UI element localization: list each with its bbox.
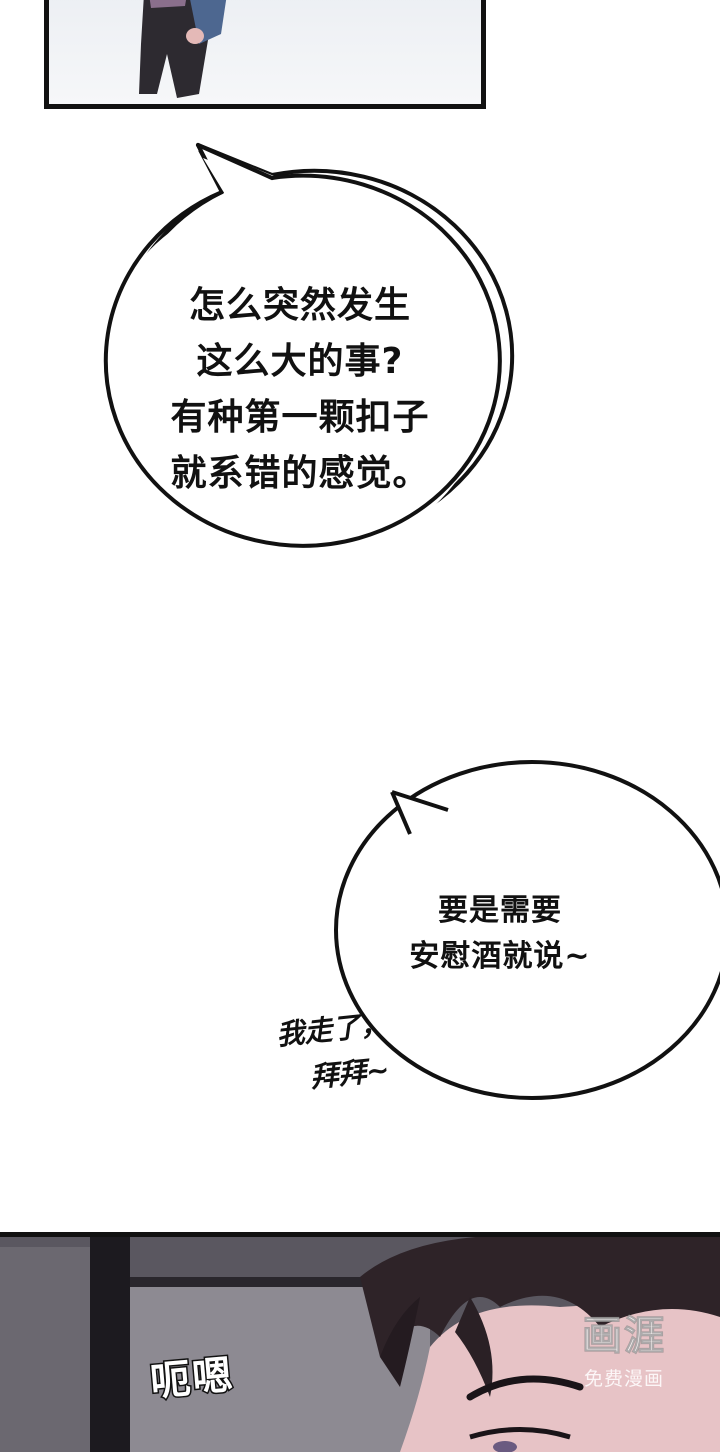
bubble-1-line: 这么大的事? bbox=[196, 341, 404, 382]
bubble-1-line: 就系错的感觉。 bbox=[170, 453, 430, 494]
bottom-comic-panel bbox=[0, 1232, 720, 1452]
bubble-2-line: 要是需要 bbox=[438, 893, 562, 928]
character-closeup-art bbox=[0, 1237, 720, 1452]
watermark-logo: 画涯 bbox=[582, 1313, 666, 1360]
panel-figure-art bbox=[139, 0, 227, 98]
bubble-1-line: 有种第一颗扣子 bbox=[170, 397, 430, 438]
bubble-2-line: 安慰酒就说~ bbox=[409, 939, 591, 974]
watermark: 画涯 免费漫画 bbox=[564, 1312, 684, 1392]
watermark-subtitle: 免费漫画 bbox=[583, 1368, 664, 1390]
bubble-1-text: 怎么突然发生 这么大的事? 有种第一颗扣子 就系错的感觉。 bbox=[120, 278, 480, 502]
top-comic-panel bbox=[44, 0, 486, 109]
sound-effect-text: 呃嗯 bbox=[147, 1351, 238, 1407]
bubble-1-line: 怎么突然发生 bbox=[188, 285, 411, 326]
bubble-2-text: 要是需要 安慰酒就说~ bbox=[360, 888, 640, 980]
handwritten-text-line-2: 拜拜~ bbox=[308, 1052, 392, 1095]
